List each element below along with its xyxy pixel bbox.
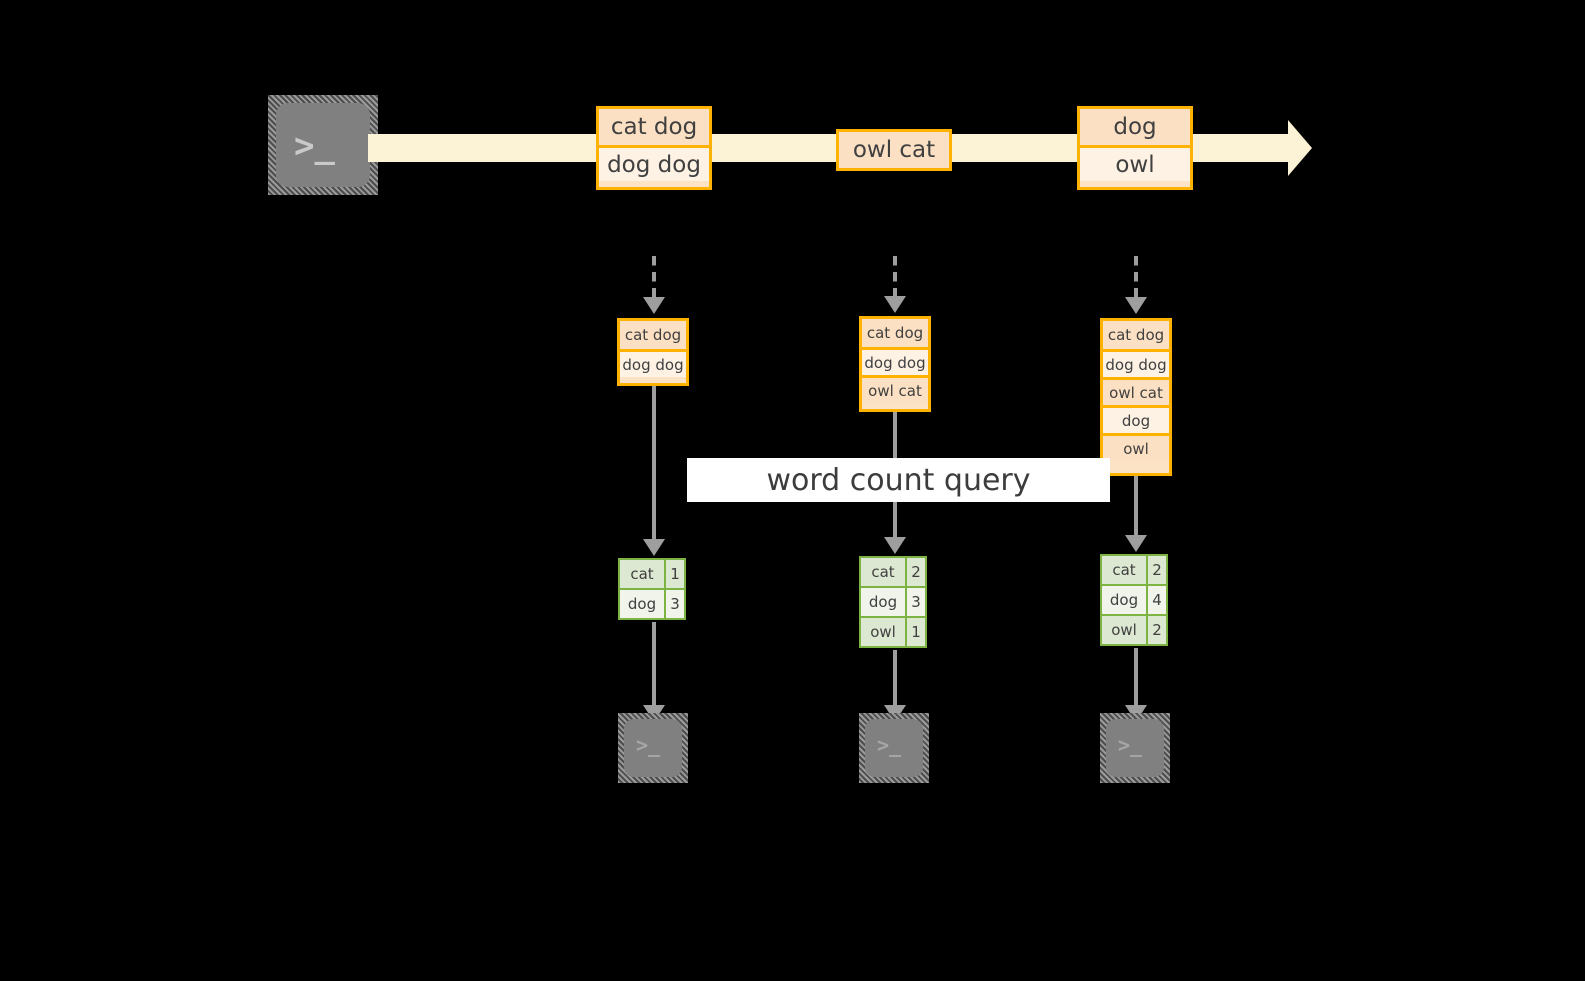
snapshot-1-result-word-2: dog (620, 590, 664, 618)
snapshot-2-dashed-arrow-head (884, 296, 906, 313)
snapshot-3-result-word-3: owl (1102, 616, 1146, 644)
timeline-batch-2[interactable]: owl cat (836, 129, 952, 171)
snapshot-1-result-count-2: 3 (664, 590, 684, 618)
snapshot-3-input-row-5: owl (1103, 433, 1169, 461)
snapshot-1-result-row-1: cat 1 (620, 560, 684, 588)
snapshot-1-sink-arrow-line (652, 622, 656, 708)
snapshot-3-query-arrow-head (1125, 535, 1147, 552)
snapshot-3-result-count-3: 2 (1146, 616, 1166, 644)
snapshot-1-result-table[interactable]: cat 1 dog 3 (618, 558, 686, 620)
terminal-prompt-icon: >_ (877, 733, 902, 757)
snapshot-3-input-row-2: dog dog (1103, 349, 1169, 377)
snapshot-2-result-count-1: 2 (905, 558, 925, 586)
snapshot-3-result-count-2: 4 (1146, 586, 1166, 614)
snapshot-2-query-arrow-head (884, 537, 906, 554)
snapshot-3-result-row-1: cat 2 (1102, 556, 1166, 584)
snapshot-2-result-row-3: owl 1 (861, 616, 925, 646)
snapshot-2-sink-arrow-line (893, 650, 897, 708)
snapshot-3-result-row-3: owl 2 (1102, 614, 1166, 644)
snapshot-1-input-row-2: dog dog (620, 349, 686, 377)
snapshot-3-sink-terminal[interactable]: >_ (1100, 713, 1170, 783)
timeline-batch-1-row-1: cat dog (599, 109, 709, 145)
snapshot-2-result-row-1: cat 2 (861, 558, 925, 586)
snapshot-2-input-row-3: owl cat (862, 375, 928, 403)
snapshot-1-sink-terminal[interactable]: >_ (618, 713, 688, 783)
snapshot-1-result-row-2: dog 3 (620, 588, 684, 618)
snapshot-1-query-arrow-line (652, 386, 656, 542)
snapshot-2-sink-screen: >_ (865, 719, 923, 777)
snapshot-2-result-word-3: owl (861, 618, 905, 646)
query-banner: word count query (687, 458, 1110, 502)
timeline-batch-3-row-1: dog (1080, 109, 1190, 145)
snapshot-1-sink-screen: >_ (624, 719, 682, 777)
snapshot-1-query-arrow-head (643, 539, 665, 556)
timeline-batch-2-row-1: owl cat (839, 132, 949, 168)
timeline-batch-3-row-2: owl (1080, 145, 1190, 181)
snapshot-3-input-row-4: dog (1103, 405, 1169, 433)
snapshot-3-result-word-2: dog (1102, 586, 1146, 614)
snapshot-3-input-row-1: cat dog (1103, 321, 1169, 349)
snapshot-3-query-arrow-line (1134, 476, 1138, 538)
snapshot-3-input-stack[interactable]: cat dog dog dog owl cat dog owl (1100, 318, 1172, 476)
snapshot-2-result-row-2: dog 3 (861, 586, 925, 616)
snapshot-1-result-count-1: 1 (664, 560, 684, 588)
snapshot-3-result-word-1: cat (1102, 556, 1146, 584)
input-stream-arrowhead (1288, 120, 1312, 176)
timeline-batch-3[interactable]: dog owl (1077, 106, 1193, 190)
snapshot-2-dashed-arrow-line (893, 256, 897, 299)
terminal-prompt-icon: >_ (294, 126, 335, 166)
timeline-batch-1-row-2: dog dog (599, 145, 709, 181)
terminal-prompt-icon: >_ (636, 733, 661, 757)
timeline-batch-1[interactable]: cat dog dog dog (596, 106, 712, 190)
snapshot-2-result-count-2: 3 (905, 588, 925, 616)
snapshot-3-result-table[interactable]: cat 2 dog 4 owl 2 (1100, 554, 1168, 646)
snapshot-3-result-row-2: dog 4 (1102, 584, 1166, 614)
snapshot-2-sink-terminal[interactable]: >_ (859, 713, 929, 783)
snapshot-1-dashed-arrow-line (652, 256, 656, 300)
snapshot-1-dashed-arrow-head (643, 297, 665, 314)
snapshot-1-input-row-1: cat dog (620, 321, 686, 349)
snapshot-3-sink-arrow-line (1134, 648, 1138, 708)
snapshot-2-result-word-2: dog (861, 588, 905, 616)
snapshot-2-result-word-1: cat (861, 558, 905, 586)
snapshot-2-input-stack[interactable]: cat dog dog dog owl cat (859, 316, 931, 412)
snapshot-1-input-stack[interactable]: cat dog dog dog (617, 318, 689, 386)
terminal-prompt-icon: >_ (1118, 733, 1143, 757)
snapshot-2-result-count-3: 1 (905, 618, 925, 646)
snapshot-2-result-table[interactable]: cat 2 dog 3 owl 1 (859, 556, 927, 648)
snapshot-3-sink-screen: >_ (1106, 719, 1164, 777)
snapshot-3-result-count-1: 2 (1146, 556, 1166, 584)
snapshot-2-input-row-1: cat dog (862, 319, 928, 347)
snapshot-3-input-row-3: owl cat (1103, 377, 1169, 405)
source-terminal[interactable]: >_ (268, 95, 378, 195)
snapshot-1-result-word-1: cat (620, 560, 664, 588)
snapshot-3-dashed-arrow-line (1134, 256, 1138, 300)
terminal-screen: >_ (276, 103, 370, 187)
snapshot-2-input-row-2: dog dog (862, 347, 928, 375)
snapshot-3-dashed-arrow-head (1125, 297, 1147, 314)
query-banner-label: word count query (766, 462, 1031, 498)
